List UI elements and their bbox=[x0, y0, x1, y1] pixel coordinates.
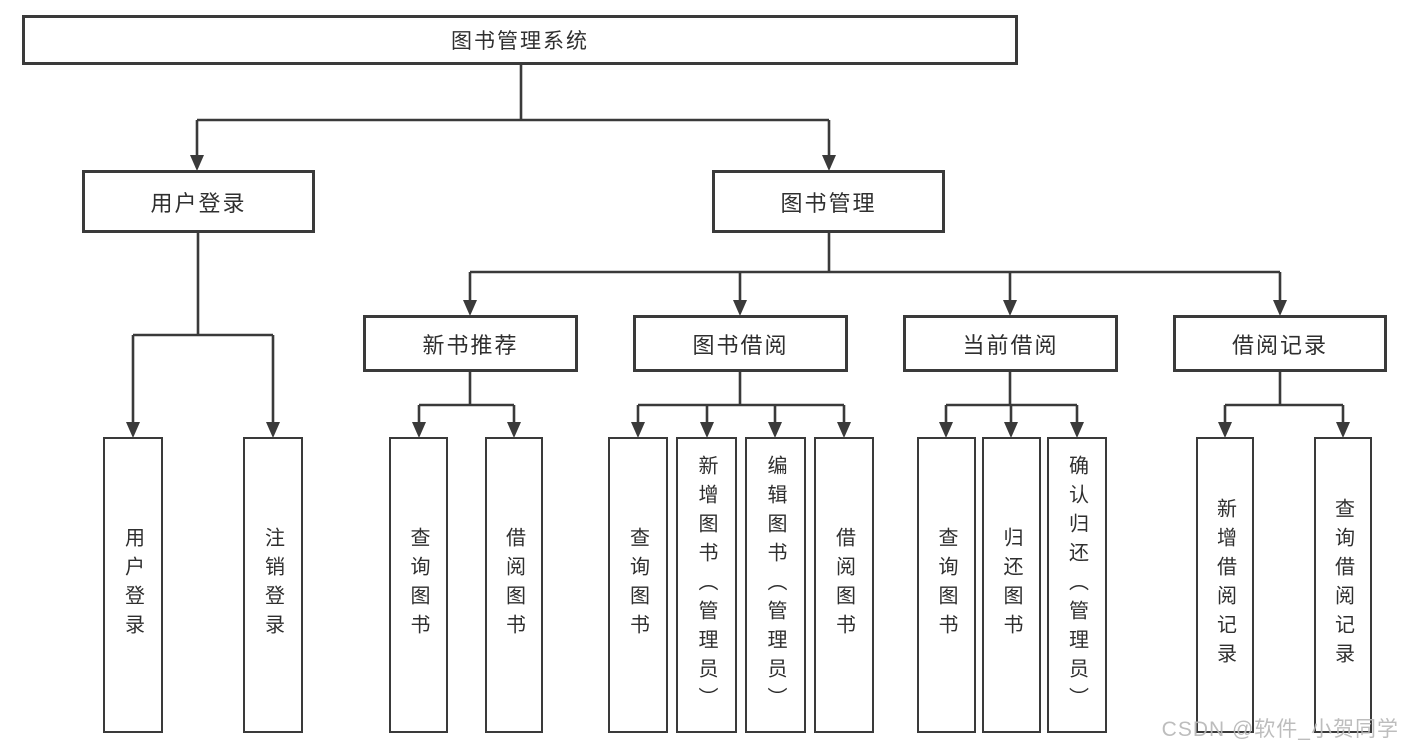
node-query-books-recommend: 查询图书 bbox=[389, 437, 448, 733]
node-user-login: 用户登录 bbox=[82, 170, 315, 233]
node-new-book-recommend: 新书推荐 bbox=[363, 315, 578, 372]
node-borrow-records: 借阅记录 bbox=[1173, 315, 1387, 372]
node-add-books-admin: 新增图书（管理员） bbox=[676, 437, 737, 733]
node-book-borrowing: 图书借阅 bbox=[633, 315, 848, 372]
node-user-login-leaf: 用户登录 bbox=[103, 437, 163, 733]
node-current-borrowing: 当前借阅 bbox=[903, 315, 1118, 372]
csdn-watermark: CSDN @软件_小贺同学 bbox=[1161, 718, 1399, 741]
node-confirm-return-admin: 确认归还（管理员） bbox=[1047, 437, 1107, 733]
node-return-books: 归还图书 bbox=[982, 437, 1041, 733]
node-query-books-borrowing: 查询图书 bbox=[608, 437, 668, 733]
node-borrow-books-leaf: 借阅图书 bbox=[814, 437, 874, 733]
node-edit-books-admin: 编辑图书（管理员） bbox=[745, 437, 806, 733]
node-logout-leaf: 注销登录 bbox=[243, 437, 303, 733]
node-library-system: 图书管理系统 bbox=[22, 15, 1018, 65]
node-book-management: 图书管理 bbox=[712, 170, 945, 233]
node-borrow-books-recommend: 借阅图书 bbox=[485, 437, 543, 733]
node-query-books-current: 查询图书 bbox=[917, 437, 976, 733]
node-query-borrow-record: 查询借阅记录 bbox=[1314, 437, 1372, 733]
node-add-borrow-record: 新增借阅记录 bbox=[1196, 437, 1254, 733]
